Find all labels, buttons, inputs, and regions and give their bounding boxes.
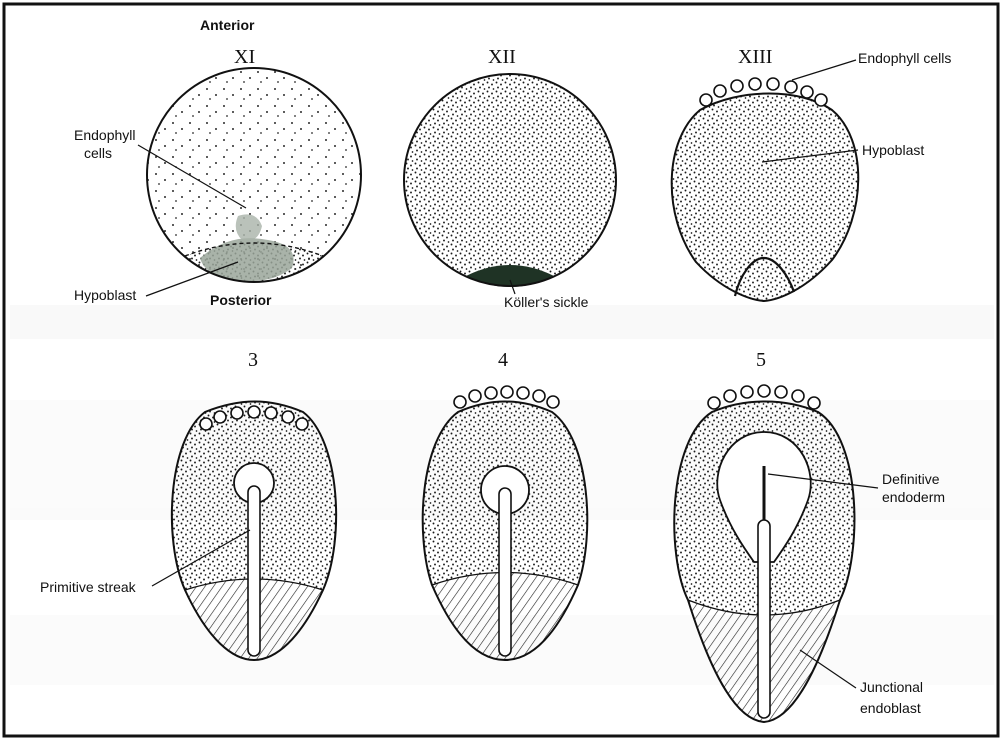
koller-sickle-label: Köller's sickle	[504, 294, 589, 310]
stage-xii-embryo: XII Köller's sickle	[404, 46, 616, 310]
primitive-streak-4	[499, 488, 511, 656]
stage-4-label: 4	[498, 349, 508, 371]
stage-xi-embryo: Anterior XI Endophyll cells Hypoblast Po…	[74, 17, 361, 308]
stage-xii-label: XII	[488, 46, 516, 68]
stage-4-embryo: 4	[423, 349, 588, 660]
definitive-endoderm-label-2: endoderm	[882, 489, 945, 505]
endophyll-cells-label-xiii: Endophyll cells	[858, 50, 951, 66]
hypoblast-label-xi: Hypoblast	[74, 287, 136, 303]
hypoblast-label-xiii: Hypoblast	[862, 142, 924, 158]
stage-5-label: 5	[756, 349, 766, 371]
stage-xi-label: XI	[234, 46, 255, 68]
endophyll-leader-xiii	[792, 60, 856, 80]
definitive-endoderm-label: Definitive	[882, 471, 940, 487]
stage-xiii-embryo: XIII Endophyll cells Hypoblast	[672, 46, 952, 301]
posterior-label: Posterior	[210, 292, 272, 308]
stage-3-label: 3	[248, 349, 258, 371]
hypoblast-leader-xi	[146, 262, 238, 296]
junctional-endoblast-label-2: endoblast	[860, 700, 921, 716]
primitive-streak-label: Primitive streak	[40, 579, 137, 595]
anterior-label: Anterior	[200, 17, 255, 33]
endophyll-cells-label-xi: Endophyll	[74, 127, 136, 143]
stage-xiii-label: XIII	[738, 46, 772, 68]
primitive-streak-3	[248, 486, 260, 656]
primitive-streak-5	[758, 520, 770, 718]
junctional-endoblast-label: Junctional	[860, 679, 923, 695]
endophyll-cells-label-xi-2: cells	[84, 145, 112, 161]
